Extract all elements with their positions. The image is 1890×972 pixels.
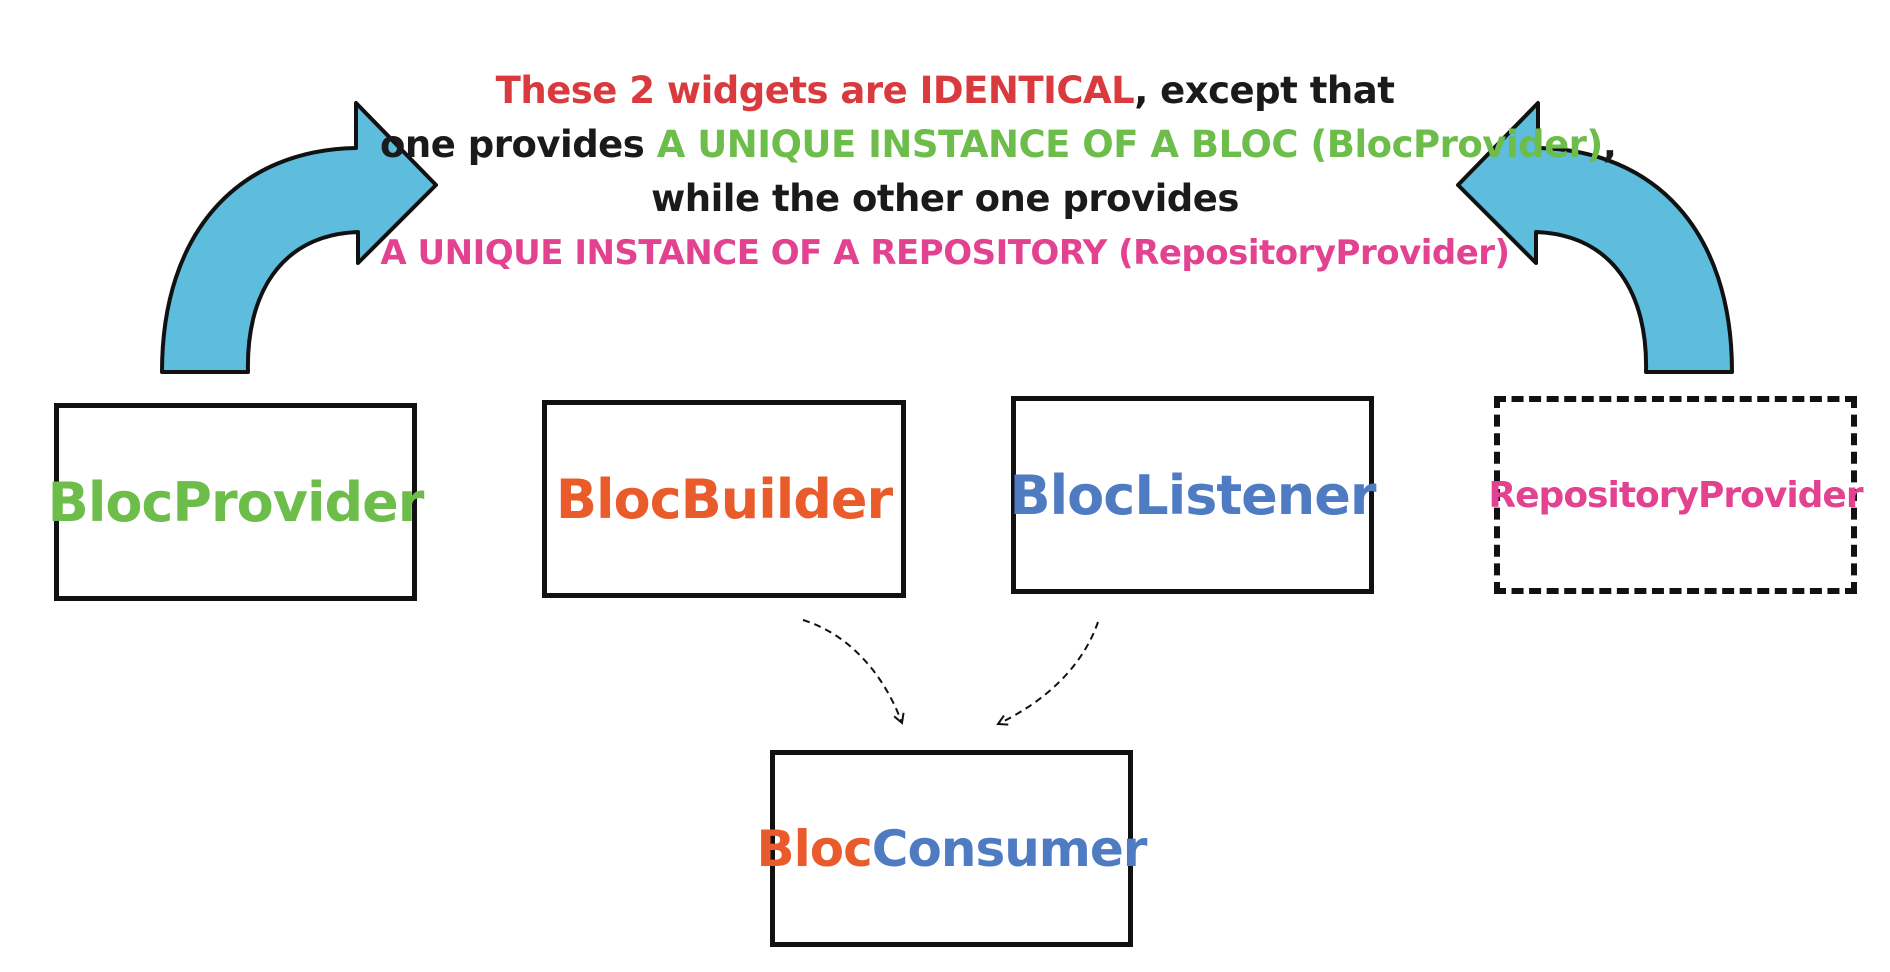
caption-identical-word: IDENTICAL xyxy=(919,69,1135,112)
bloc-builder-label: BlocBuilder xyxy=(555,467,893,531)
dashed-arrow-down-right-icon xyxy=(802,619,902,723)
bloc-consumer-label: BlocConsumer xyxy=(756,819,1148,878)
caption-bloc-instance: A UNIQUE INSTANCE OF A BLOC (BlocProvide… xyxy=(656,123,1604,166)
caption-line-1-part-3: , except that xyxy=(1134,69,1395,112)
bloc-consumer-label-consumer: Consumer xyxy=(871,819,1148,878)
bloc-builder-box: BlocBuilder xyxy=(542,400,906,598)
caption-text: These 2 widgets are IDENTICAL, except th… xyxy=(380,64,1617,280)
curved-arrow-up-right-icon xyxy=(160,101,438,374)
bloc-provider-label: BlocProvider xyxy=(47,470,425,534)
bloc-listener-label: BlocListener xyxy=(1009,463,1377,527)
repository-provider-box: RepositoryProvider xyxy=(1488,396,1864,594)
caption-line-3: while the other one provides xyxy=(651,177,1239,220)
repository-provider-label: RepositoryProvider xyxy=(1488,474,1863,516)
bloc-provider-box: BlocProvider xyxy=(48,403,424,601)
caption-line-2-part-1: one provides xyxy=(380,123,657,166)
caption-line-1-part-1: These 2 widgets are xyxy=(495,69,920,112)
caption-line-2-part-3: , xyxy=(1602,123,1617,166)
caption-line-2: one provides A UNIQUE INSTANCE OF A BLOC… xyxy=(380,118,1617,172)
caption-line-1: These 2 widgets are IDENTICAL, except th… xyxy=(380,64,1510,118)
curved-arrow-up-left-icon xyxy=(1456,101,1734,374)
dashed-arrow-down-left-icon xyxy=(998,621,1099,724)
caption-repository-instance: A UNIQUE INSTANCE OF A REPOSITORY (Repos… xyxy=(380,233,1510,273)
bloc-consumer-label-bloc: Bloc xyxy=(756,819,873,878)
bloc-listener-box: BlocListener xyxy=(1009,396,1377,594)
bloc-consumer-box: BlocConsumer xyxy=(757,750,1147,947)
